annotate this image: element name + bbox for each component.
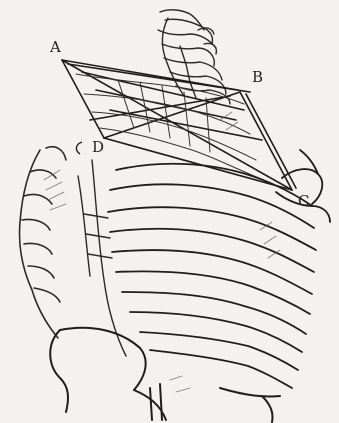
label-c: C	[298, 192, 309, 210]
label-d: D	[92, 138, 104, 156]
label-b: B	[252, 68, 263, 86]
label-a: A	[49, 38, 61, 56]
